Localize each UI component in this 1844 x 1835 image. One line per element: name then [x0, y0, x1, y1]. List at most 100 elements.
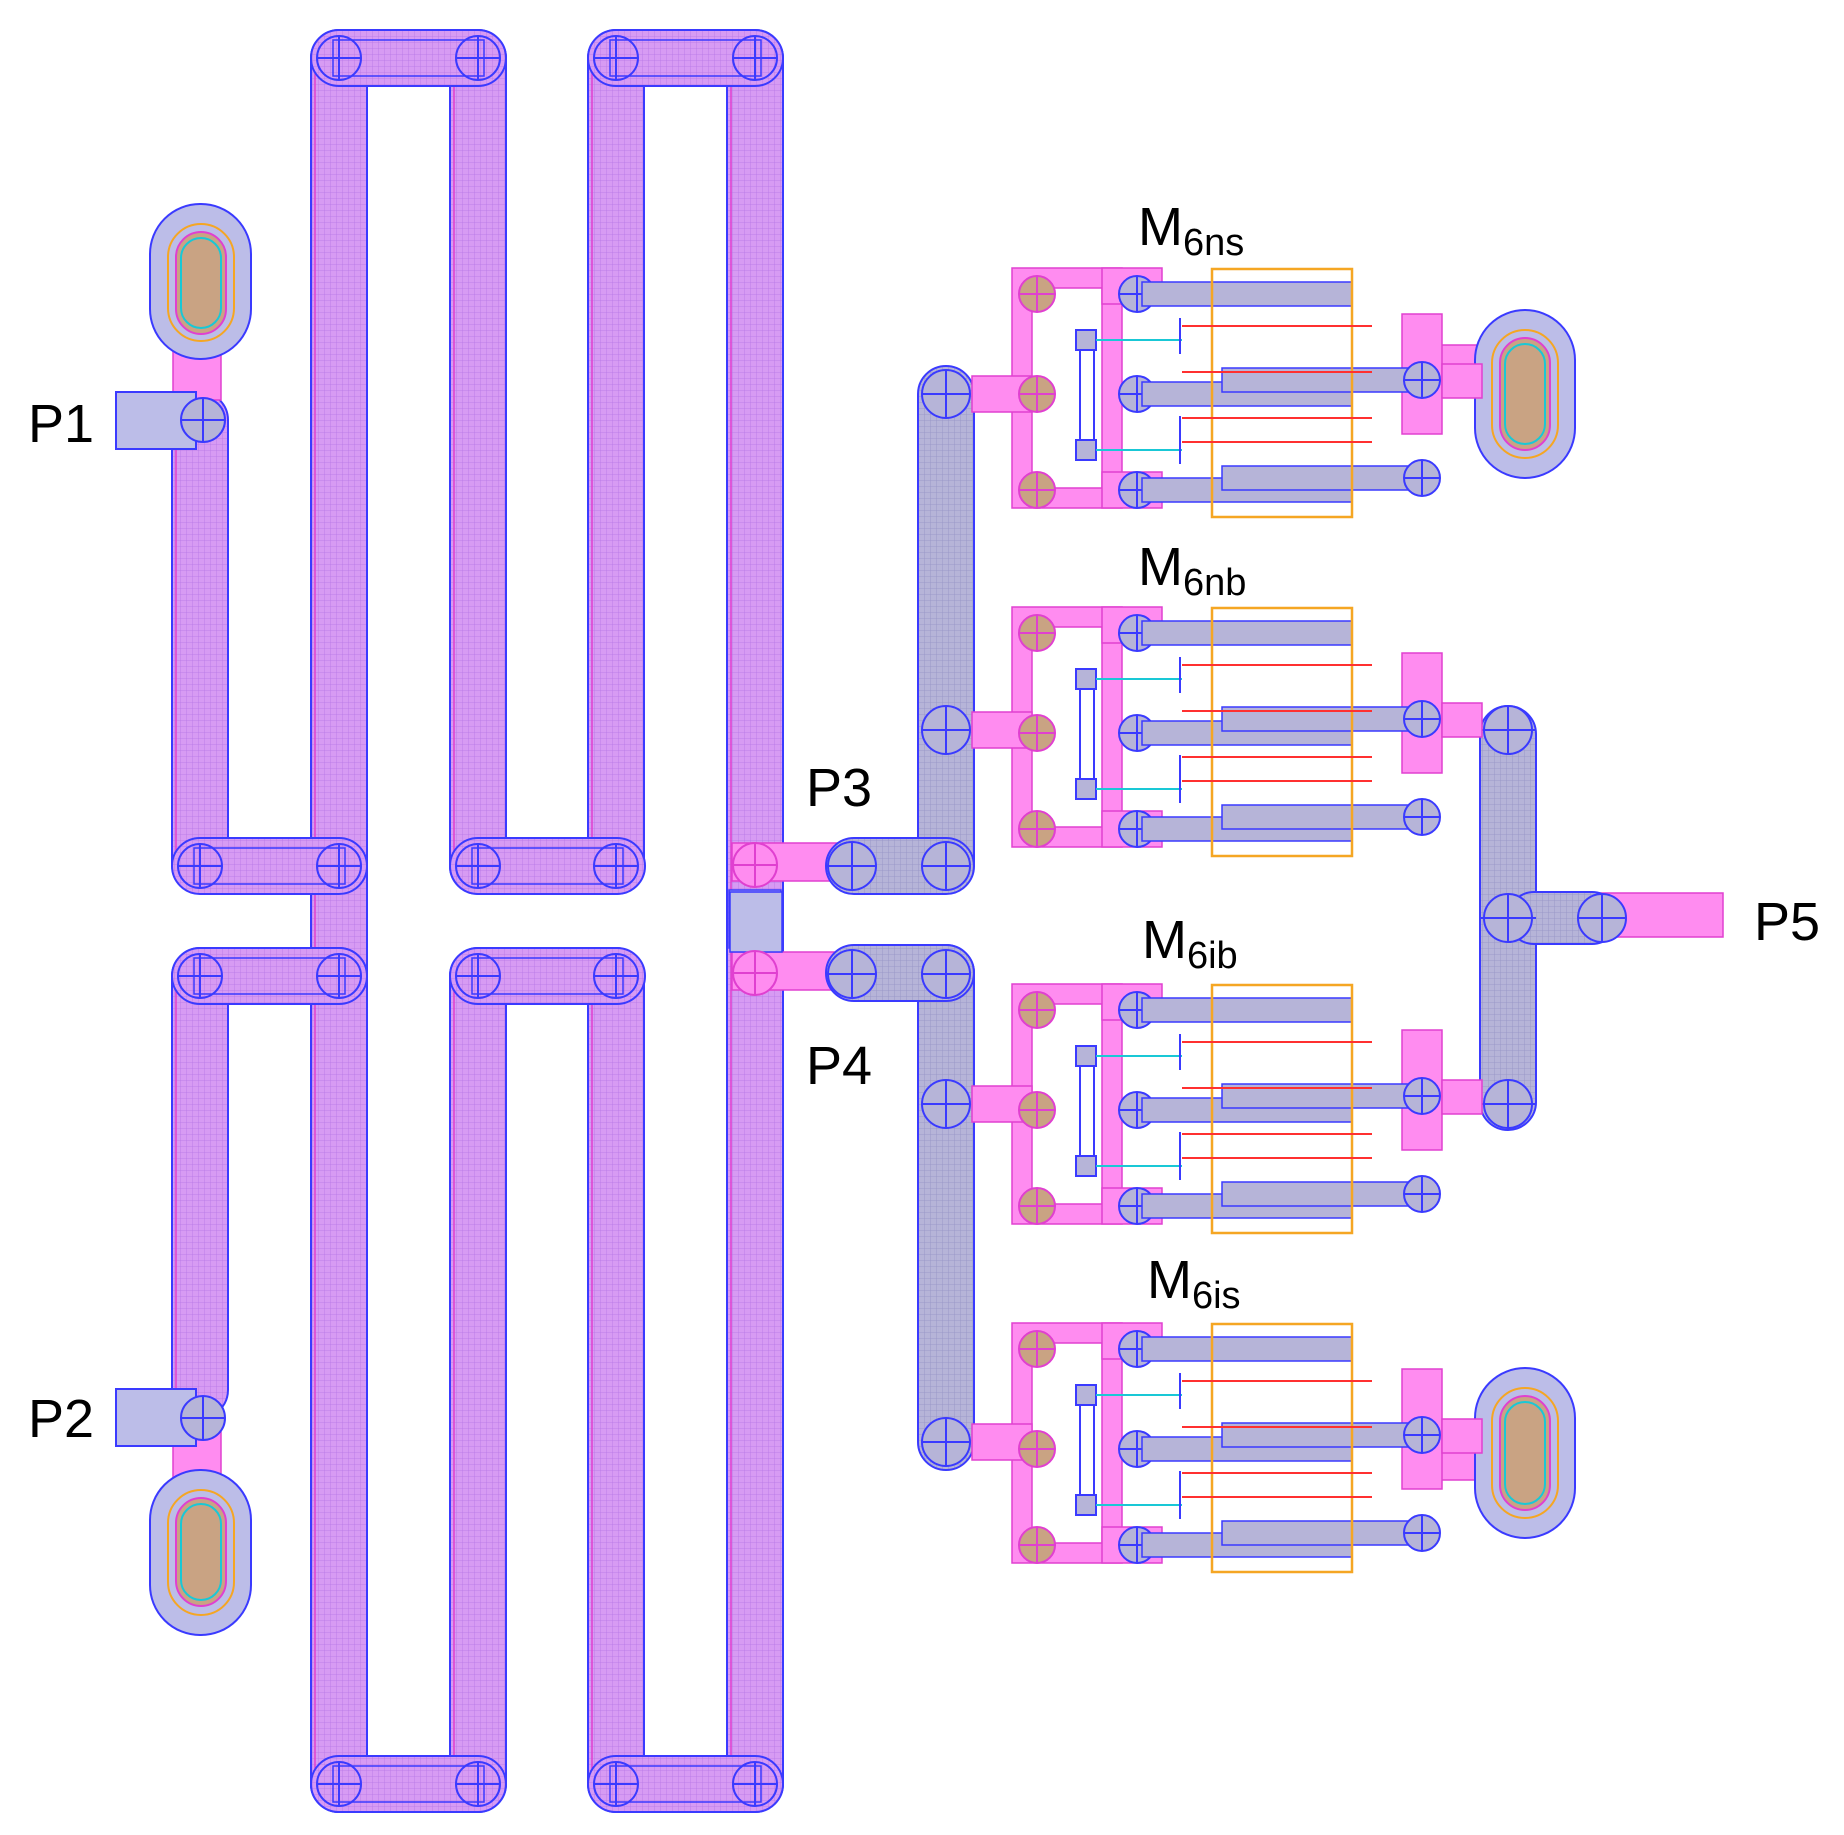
cell-drain-finger — [1221, 804, 1433, 830]
cell-gate-contact — [1075, 778, 1097, 800]
via-symbol — [1018, 471, 1056, 509]
cell-gate-contact — [1075, 668, 1097, 690]
port-p2-stub — [115, 1388, 226, 1447]
via-symbol — [593, 843, 639, 889]
via-symbol — [455, 953, 501, 999]
via-symbol — [1018, 991, 1056, 1029]
via-symbol — [1403, 700, 1441, 738]
transistor-cells — [971, 267, 1483, 1574]
via-symbol — [1483, 893, 1533, 943]
transistor-label-m6ns: M6ns — [1138, 197, 1244, 264]
pad-top-left — [149, 203, 252, 401]
via-symbol — [732, 1761, 778, 1807]
via-symbol — [921, 949, 971, 999]
cell-output-stub — [1441, 1079, 1483, 1115]
cell-source-finger — [1141, 620, 1353, 646]
cell-gate-contact — [1075, 1494, 1097, 1516]
via-symbol — [1018, 275, 1056, 313]
cell-source-finger — [1141, 997, 1353, 1023]
cell-source-finger — [1141, 281, 1353, 307]
via-symbol — [316, 35, 362, 81]
via-symbol — [593, 953, 639, 999]
via-symbol — [921, 1079, 971, 1129]
via-symbol — [1483, 705, 1533, 755]
meander-vertical-segment — [449, 29, 507, 895]
via-symbol — [1018, 375, 1056, 413]
via-symbol — [1483, 1079, 1533, 1129]
combiner-via-group — [1483, 705, 1627, 1129]
cell-output-stub — [1441, 702, 1483, 738]
port-p1-stub — [115, 391, 226, 450]
via-symbol — [1018, 1187, 1056, 1225]
transistor-label-m6nb: M6nb — [1138, 537, 1246, 604]
meander-vertical-segment — [171, 947, 229, 1419]
cell-drain-finger — [1221, 465, 1433, 491]
via-symbol — [1403, 1416, 1441, 1454]
meander-line-structure — [171, 29, 784, 1813]
meander-vertical-segment — [449, 947, 507, 1813]
transistor-cell-m6ib — [971, 983, 1483, 1235]
cell-output-stub — [1441, 1418, 1483, 1454]
meander-horizontal-segment — [587, 1755, 784, 1813]
transistor-label-m6ib: M6ib — [1142, 910, 1238, 977]
via-symbol — [921, 1417, 971, 1467]
cell-gate-contact — [1075, 1384, 1097, 1406]
via-symbol — [1018, 614, 1056, 652]
cell-gate-region — [1210, 606, 1354, 858]
via-symbol — [177, 843, 223, 889]
via-symbol — [455, 35, 501, 81]
meander-vertical-segment — [171, 391, 229, 893]
cell-gate-contact — [1075, 1045, 1097, 1067]
via-symbol — [921, 369, 971, 419]
cell-drain-finger — [1221, 1520, 1433, 1546]
via-symbol — [1577, 893, 1627, 943]
via-symbol — [1403, 459, 1441, 497]
via-symbol — [593, 1761, 639, 1807]
meander-vertical-segment — [310, 947, 368, 1813]
port-label-p5: P5 — [1754, 892, 1820, 952]
cell-gate-contact — [1075, 1155, 1097, 1177]
via-symbol — [1018, 1330, 1056, 1368]
via-symbol — [1018, 1430, 1056, 1468]
transistor-cell-m6nb — [971, 606, 1483, 858]
via-symbol — [316, 1761, 362, 1807]
via-symbol — [1403, 1514, 1441, 1552]
transistor-label-m6is: M6is — [1147, 1250, 1241, 1317]
meander-horizontal-segment — [310, 29, 507, 87]
via-symbol — [177, 953, 223, 999]
cell-gate-contact — [1075, 439, 1097, 461]
via-symbol — [1403, 798, 1441, 836]
via-symbol — [1018, 714, 1056, 752]
via-symbol — [732, 35, 778, 81]
meander-vertical-segment — [587, 947, 645, 1813]
via-symbol — [593, 35, 639, 81]
pad-bottom-left — [149, 1431, 252, 1636]
cell-drain-finger — [1221, 1181, 1433, 1207]
pad-bottom-right — [1437, 1367, 1576, 1539]
meander-horizontal-segment — [310, 1755, 507, 1813]
cell-gate-region — [1210, 1322, 1354, 1574]
via-symbol — [455, 843, 501, 889]
transistor-cell-m6is — [971, 1322, 1483, 1574]
meander-horizontal-segment — [171, 837, 368, 895]
cell-gate-region — [1210, 267, 1354, 519]
via-symbol — [827, 841, 877, 891]
feed-via-group — [827, 369, 971, 1467]
meander-horizontal-segment — [449, 947, 646, 1005]
via-symbol — [827, 949, 877, 999]
via-symbol — [1018, 810, 1056, 848]
port-label-p4: P4 — [806, 1036, 872, 1096]
cell-output-stub — [1441, 363, 1483, 399]
via-symbol — [455, 1761, 501, 1807]
via-symbol — [1018, 1526, 1056, 1564]
via-symbol — [316, 953, 362, 999]
via-symbol — [1403, 361, 1441, 399]
via-symbol — [1018, 1091, 1056, 1129]
via-symbol — [921, 705, 971, 755]
cell-gate-contact — [1075, 329, 1097, 351]
via-symbol — [316, 843, 362, 889]
cell-source-finger — [1141, 1336, 1353, 1362]
via-symbol — [1403, 1077, 1441, 1115]
via-symbol — [1403, 1175, 1441, 1213]
